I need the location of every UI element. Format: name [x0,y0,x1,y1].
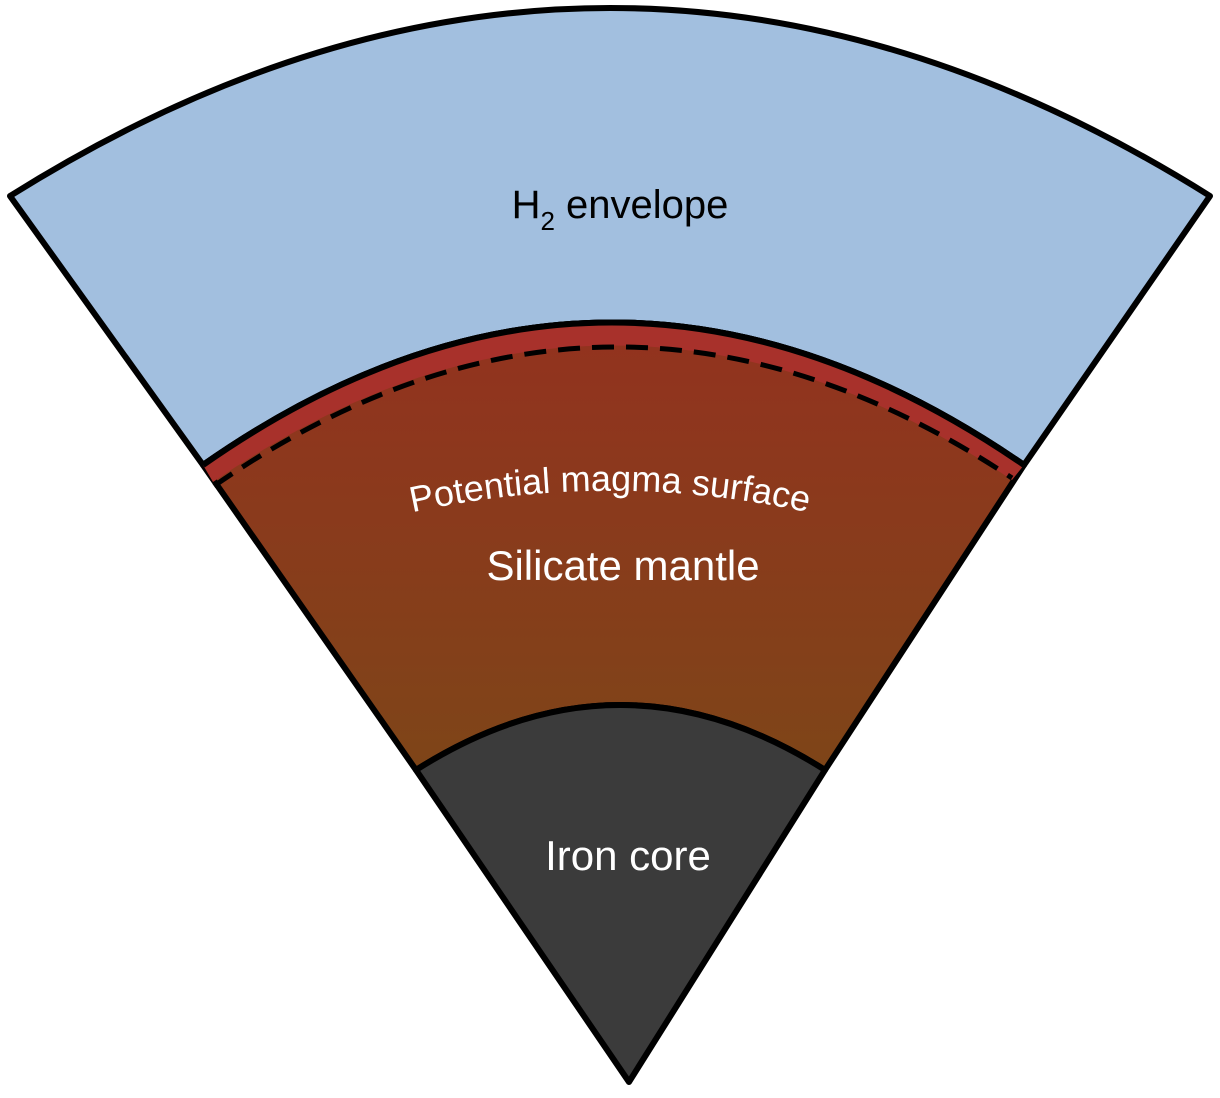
magma-surface-dashed-line [212,344,1014,489]
envelope-label: H2 envelope [512,183,729,236]
core-layer [413,702,828,1085]
mantle-label: Silicate mantle [486,542,759,589]
magma-surface-band [203,322,1024,482]
core-label: Iron core [545,832,711,879]
envelope-mantle-boundary [201,319,1026,468]
